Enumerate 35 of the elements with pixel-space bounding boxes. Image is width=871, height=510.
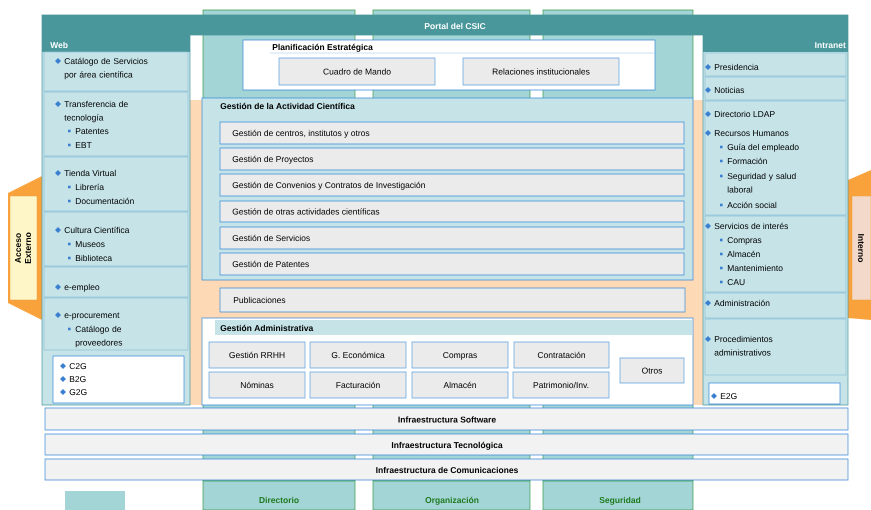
module-bar: Gestión de Patentes	[220, 252, 684, 276]
module-bar: Publicaciones	[220, 288, 686, 312]
module-box: Contratación	[514, 342, 610, 368]
layer-bar: Infraestructura Software	[44, 408, 848, 430]
module-box: Relaciones institucionales	[462, 58, 620, 86]
column-band: Directorio	[202, 480, 356, 510]
list-cell: Transferencia de tecnología Patentes EBT	[44, 92, 188, 156]
list-cell: Administración	[704, 292, 846, 318]
list-cell: Catálogo de Servicios por área científica	[44, 52, 188, 92]
module-bar: Gestión de otras actividades científicas	[220, 200, 684, 222]
list-cell: Cultura Científica Museos Biblioteca	[44, 212, 188, 266]
module-box: Otros	[620, 358, 684, 384]
module-box: Cuadro de Mando	[278, 58, 436, 86]
list-cell: Noticias	[704, 76, 846, 100]
module-box: Nóminas	[208, 372, 306, 398]
module-box: Facturación	[310, 372, 406, 398]
module-bar: Gestión de Servicios	[220, 226, 684, 250]
column-band: Seguridad	[542, 480, 694, 510]
module-bar: Gestión de Proyectos	[220, 148, 684, 170]
module-box: Compras	[412, 342, 508, 368]
module-box: G. Económica	[310, 342, 406, 368]
module-box: Patrimonio/Inv.	[512, 372, 610, 398]
module-bar: Gestión de centros, institutos y otros	[220, 122, 684, 144]
list-cell: Tienda Virtual Librería Documentación	[44, 156, 188, 212]
module-bar: Gestión de Convenios y Contratos de Investigación	[220, 174, 684, 196]
list-box: C2G B2G G2G	[52, 356, 184, 404]
column-band: Organización	[372, 480, 530, 510]
layer-bar: Infraestructura de Comunicaciones	[44, 458, 848, 480]
layer-bar: Infraestructura Tecnológica	[44, 434, 848, 456]
list-cell: e-procurement Catálogo de proveedores	[44, 298, 188, 350]
module-box: Almacén	[412, 372, 508, 398]
list-cell: Presidencia	[704, 52, 846, 76]
list-box: E2G	[708, 382, 840, 404]
module-box: Gestión RRHH	[208, 342, 306, 368]
list-cell: e-empleo	[44, 266, 188, 298]
